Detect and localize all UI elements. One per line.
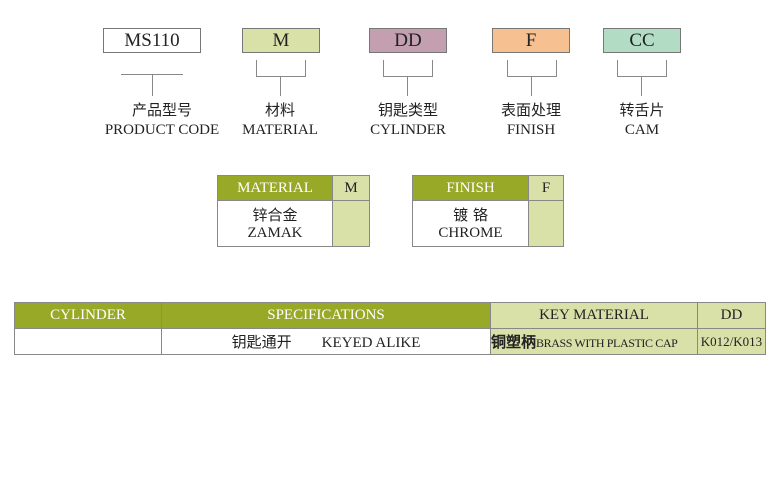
cell-key-material: 铜塑柄BRASS WITH PLASTIC CAP bbox=[490, 328, 698, 355]
code-box-finish: F bbox=[492, 28, 570, 53]
code-box-product: MS110 bbox=[103, 28, 201, 53]
code-box-cylinder: DD bbox=[369, 28, 447, 53]
cell-dd: K012/K013 bbox=[697, 328, 766, 355]
cell-cylinder bbox=[14, 328, 162, 355]
finish-header: FINISH bbox=[412, 175, 529, 201]
cylinder-table: CYLINDER SPECIFICATIONS KEY MATERIAL DD … bbox=[14, 302, 766, 355]
material-header: MATERIAL bbox=[217, 175, 333, 201]
code-box-material: M bbox=[242, 28, 320, 53]
header-specifications: SPECIFICATIONS bbox=[161, 302, 491, 329]
code-box-cam: CC bbox=[603, 28, 681, 53]
header-cylinder: CYLINDER bbox=[14, 302, 162, 329]
material-code: M bbox=[332, 175, 370, 201]
header-key-material: KEY MATERIAL bbox=[490, 302, 698, 329]
finish-code: F bbox=[528, 175, 564, 201]
header-dd: DD bbox=[697, 302, 766, 329]
